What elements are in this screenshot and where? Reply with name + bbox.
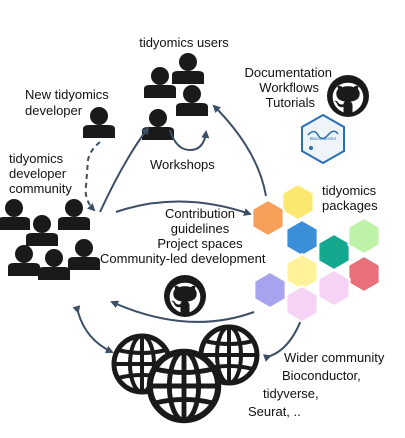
hex-yellow xyxy=(281,182,315,222)
new-developer-line2: developer xyxy=(25,103,83,118)
community-line3: community xyxy=(9,181,72,196)
docs-line2: Workflows xyxy=(259,80,319,95)
users-group-icon xyxy=(142,53,208,140)
users-title: tidyomics users xyxy=(139,35,229,50)
docs-line3: Tutorials xyxy=(265,95,315,110)
globe-icon-center xyxy=(150,352,218,420)
wider-line1: Wider community xyxy=(284,350,385,365)
hex-yellow-pale xyxy=(285,252,319,292)
onboarding-dashed-arrow xyxy=(84,141,101,212)
community-line1: tidyomics xyxy=(9,151,64,166)
docs-line1: Documentation xyxy=(244,65,332,80)
bioconductor-sticker-label: Bioconductor xyxy=(310,136,337,141)
wider-line4: Seurat, .. xyxy=(248,404,301,419)
package-hexagons xyxy=(251,182,381,324)
workshops-arrow xyxy=(169,129,210,152)
hex-lavender xyxy=(253,270,287,310)
packages-line1: tidyomics xyxy=(322,183,377,198)
hex-blue xyxy=(285,218,319,258)
hex-teal-center xyxy=(317,232,351,272)
contribution-line3: Project spaces xyxy=(157,236,243,251)
wider-line2: Bioconductor, xyxy=(282,368,361,383)
new-developer-line1: New tidyomics xyxy=(25,87,109,102)
github-docs-icon xyxy=(327,75,369,117)
github-contrib-icon xyxy=(164,275,206,317)
community-globes-arrow xyxy=(72,305,114,354)
bioconductor-sticker-icon: Bioconductor xyxy=(301,113,345,165)
developer-community-icon xyxy=(0,199,100,280)
packages-to-community-arrow xyxy=(110,300,255,323)
packages-line2: packages xyxy=(322,198,378,213)
contribution-line1: Contribution xyxy=(164,206,236,221)
community-to-users-arrow xyxy=(99,126,150,213)
wider-line3: tidyverse, xyxy=(263,386,319,401)
contribution-line2: guidelines xyxy=(170,221,230,236)
hex-orange xyxy=(251,198,285,238)
contribution-line4: Community-led development xyxy=(100,251,266,266)
hex-green-light xyxy=(347,216,381,256)
community-to-packages-arrow xyxy=(115,200,252,216)
community-line2: developer xyxy=(9,166,67,181)
hex-pink xyxy=(285,284,319,324)
hex-pink-right xyxy=(317,268,351,308)
packages-to-users-arrow xyxy=(212,104,267,197)
workshops-label: Workshops xyxy=(150,157,215,172)
new-developer-icon xyxy=(83,107,115,138)
world-globe-icons xyxy=(114,327,257,420)
hex-red xyxy=(347,254,381,294)
